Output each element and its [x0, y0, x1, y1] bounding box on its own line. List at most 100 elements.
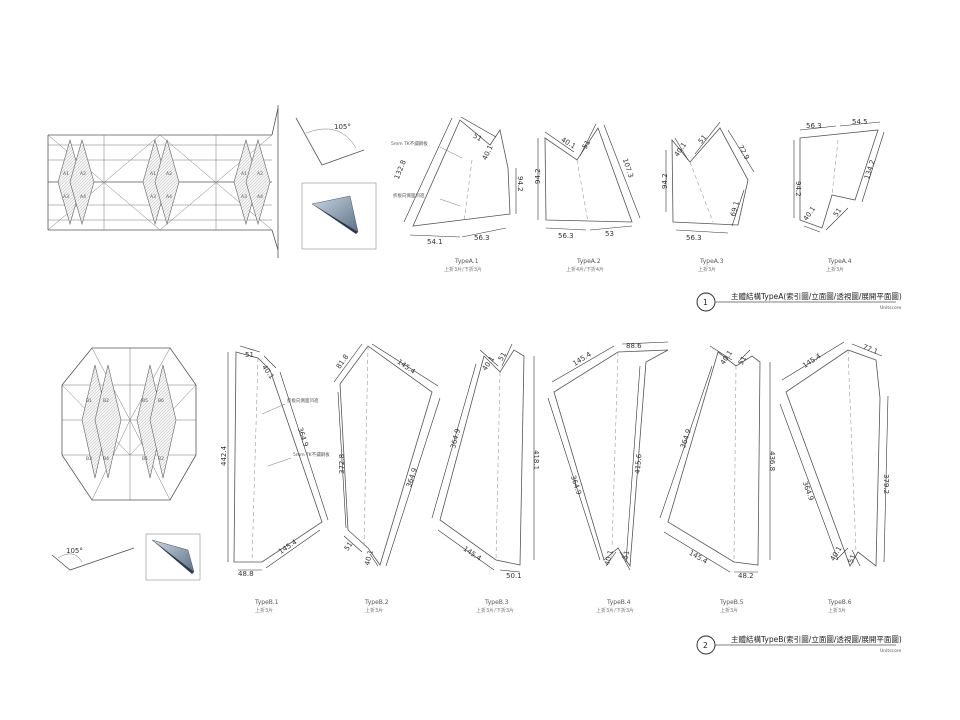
dimension-label: 145.4: [688, 549, 710, 566]
panel-subcaption: 上折3片/下折3片: [444, 266, 482, 273]
dimension-label: 364.9: [405, 467, 419, 489]
title-block-b: 2 主體結構TypeB(索引圖/立面圖/透視圖/展開平面圖) Unitscore: [696, 634, 902, 655]
panel-subcaption: 上折3片: [698, 266, 716, 273]
dimension-label: 51: [621, 550, 631, 561]
dimension-label: 364.9: [679, 428, 693, 450]
dimension-label: 134.2: [863, 159, 877, 181]
panel-type-b-4: 145.4 88.6 364.9 415.6 40.1 51 TypeB.4 上…: [547, 341, 669, 614]
note-text: 折板向側面凹進: [393, 192, 425, 199]
panel-subcaption: 上折3片: [365, 607, 383, 614]
dimension-label: 40.1: [719, 349, 734, 366]
dimension-label: 364.9: [296, 426, 310, 448]
dimension-label: 51: [737, 355, 748, 367]
plan-label: B1: [86, 398, 92, 404]
type-a-angle-detail: 105°: [295, 117, 365, 166]
angle-label: 105°: [334, 123, 351, 131]
scale-label: Unitscore: [880, 305, 901, 311]
dimension-label: 364.9: [569, 474, 583, 496]
section-a: A1 A2 A3 A4 A1 A2 A3 A4 A1 A2 A3 A4 105°…: [47, 105, 902, 312]
dimension-label: 132.8: [393, 159, 408, 181]
dimension-label: 48.2: [738, 572, 754, 580]
dimension-label: 88.6: [626, 342, 642, 350]
dimension-label: 415.6: [634, 453, 644, 474]
panel-subcaption: 上折3片/下折3片: [476, 607, 514, 614]
title-block-a: 1 主體結構TypeA(索引圖/立面圖/透視圖/展開平面圖) Unitscore: [696, 291, 902, 312]
panel-subcaption: 上折4片/下折4片: [566, 266, 604, 273]
dimension-label: 69.1: [729, 200, 741, 217]
dimension-label: 145.4: [801, 352, 823, 370]
panel-caption: TypeB.6: [827, 599, 852, 606]
plan-label: A2: [80, 171, 86, 177]
dimension-label: 40.1: [363, 549, 375, 566]
dimension-label: 40.1: [603, 549, 615, 566]
section-b: B1 B2 B3 B4 B5 B6 B1 B2 105° 折板向側面凹進 5mm…: [51, 341, 902, 655]
dimension-label: 94.2: [794, 181, 802, 197]
panel-type-b-1: 51 40.1 442.4 364.9 48.8 145.4 TypeB.1 上…: [220, 345, 329, 614]
dimension-label: 51: [472, 132, 484, 143]
dimension-label: 54.1: [427, 238, 443, 246]
dimension-label: 56.3: [686, 234, 702, 242]
panel-type-a-4: 56.3 54.5 94.2 40.1 51 134.2 TypeA.4 上折3…: [793, 118, 885, 273]
dimension-label: 94.2: [661, 173, 669, 189]
dimension-label: 51: [343, 541, 355, 553]
type-b-plan-drawing: B1 B2 B3 B4 B5 B6 B1 B2: [61, 347, 197, 501]
panel-type-b-6: 145.4 77.1 364.9 379.2 40.1 51 TypeB.6 上…: [779, 341, 890, 614]
plan-label: B3: [86, 456, 92, 462]
panel-caption: TypeA.1: [454, 258, 479, 265]
plan-label: A2: [257, 171, 263, 177]
dimension-label: 364.9: [801, 480, 815, 502]
dimension-label: 56.3: [558, 232, 574, 240]
dimension-label: 51: [832, 207, 844, 219]
section-title: 主體結構TypeA(索引圖/立面圖/透視圖/展開平面圖): [731, 291, 902, 301]
panel-type-b-2: 81.8 145.4 372.8 364.9 51 40.1 TypeB.2 上…: [333, 343, 441, 614]
panel-caption: TypeA.4: [827, 258, 852, 265]
panel-subcaption: 上折3片: [255, 607, 273, 614]
panel-type-a-3: 94.2 40.1 51 72.9 69.1 56.3 TypeA.3 上折3片: [661, 121, 755, 273]
panel-caption: TypeB.1: [254, 599, 279, 606]
panel-subcaption: 上折3片: [826, 266, 844, 273]
dimension-label: 94.2: [516, 176, 524, 192]
panel-subcaption: 上折3片/下折3片: [596, 607, 634, 614]
panel-caption: TypeA.2: [576, 258, 601, 265]
panel-caption: TypeB.2: [364, 599, 389, 606]
panel-subcaption: 上折3片: [828, 607, 846, 614]
panel-type-b-5: 40.1 51 364.9 436.8 145.4 48.2 TypeB.5 上…: [659, 345, 776, 614]
dimension-label: 40.1: [260, 363, 275, 380]
dimension-label: 436.8: [768, 451, 776, 471]
plan-label: B1: [142, 456, 148, 462]
dimension-label: 379.2: [882, 474, 890, 494]
dimension-label: 94.2: [534, 168, 542, 184]
dimension-label: 145.4: [571, 350, 593, 368]
panel-subcaption: 上折3片: [720, 607, 738, 614]
panel-type-a-2: 94.2 40.1 51 107.3 56.3 53 TypeA.2 上折4片/…: [534, 123, 641, 273]
panel-caption: TypeB.5: [719, 599, 744, 606]
section-number: 2: [703, 641, 708, 650]
dimension-label: 50.1: [506, 572, 522, 580]
dimension-label: 40.1: [481, 355, 496, 372]
note-text: 折板向側面凹進: [287, 397, 319, 404]
type-a-perspective: [301, 182, 377, 250]
section-title: 主體結構TypeB(索引圖/立面圖/透視圖/展開平面圖): [731, 634, 902, 644]
plan-label: B5: [142, 398, 148, 404]
dimension-label: 40.1: [829, 545, 844, 563]
dimension-label: 372.8: [338, 454, 346, 474]
dimension-label: 81.8: [335, 353, 350, 370]
panel-caption: TypeB.3: [484, 599, 509, 606]
section-number: 1: [703, 298, 708, 307]
angle-label: 105°: [66, 547, 83, 555]
dimension-label: 107.3: [621, 157, 635, 179]
dimension-label: 56.3: [474, 234, 490, 242]
panel-caption: TypeA.3: [699, 258, 724, 265]
panel-caption: TypeB.4: [606, 599, 631, 606]
scale-label: Unitscore: [880, 648, 901, 654]
type-a-plan-drawing: A1 A2 A3 A4 A1 A2 A3 A4 A1 A2 A3 A4: [47, 105, 279, 258]
plan-label: B2: [103, 398, 109, 404]
dimension-label: 40.1: [802, 205, 817, 222]
dimension-label: 54.5: [852, 118, 868, 126]
dimension-label: 48.8: [238, 570, 254, 578]
dimension-label: 51: [847, 553, 858, 564]
dimension-label: 442.4: [220, 445, 228, 466]
plan-label: B2: [158, 456, 164, 462]
plan-label: A4: [166, 194, 172, 200]
